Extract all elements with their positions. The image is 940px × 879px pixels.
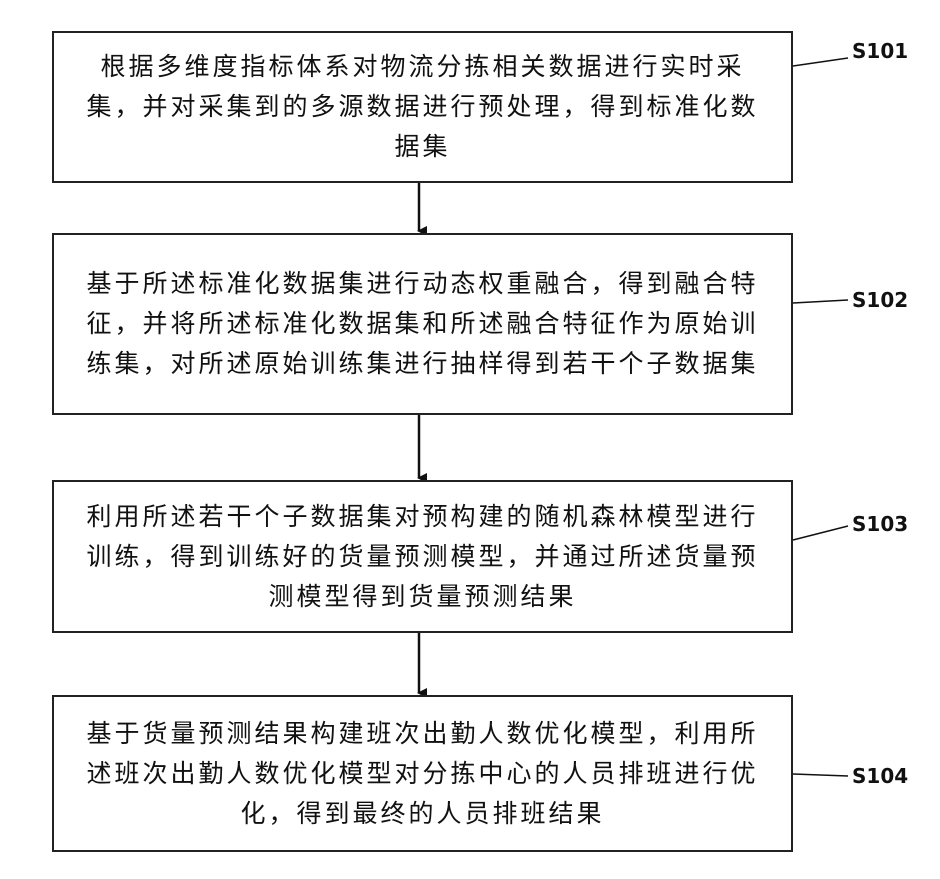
- step-text-s103: 利用所述若干个子数据集对预构建的随机森林模型进行训练，得到训练好的货量预测模型，…: [76, 497, 769, 617]
- step-label-s101: S101: [852, 39, 908, 63]
- step-label-s102: S102: [852, 288, 908, 312]
- leader-line-s102: [793, 300, 848, 303]
- step-text-s104: 基于货量预测结果构建班次出勤人数优化模型，利用所述班次出勤人数优化模型对分拣中心…: [76, 714, 769, 834]
- step-box-s104: 基于货量预测结果构建班次出勤人数优化模型，利用所述班次出勤人数优化模型对分拣中心…: [52, 695, 793, 852]
- step-box-s103: 利用所述若干个子数据集对预构建的随机森林模型进行训练，得到训练好的货量预测模型，…: [52, 480, 793, 633]
- step-label-s103: S103: [852, 512, 908, 536]
- step-label-s104: S104: [852, 764, 908, 788]
- leader-line-s101: [793, 58, 848, 66]
- leader-line-s104: [793, 774, 848, 776]
- step-box-s102: 基于所述标准化数据集进行动态权重融合，得到融合特征，并将所述标准化数据集和所述融…: [52, 233, 793, 415]
- step-box-s101: 根据多维度指标体系对物流分拣相关数据进行实时采集，并对采集到的多源数据进行预处理…: [52, 31, 793, 183]
- step-text-s101: 根据多维度指标体系对物流分拣相关数据进行实时采集，并对采集到的多源数据进行预处理…: [76, 47, 769, 167]
- leader-line-s103: [793, 526, 848, 540]
- step-text-s102: 基于所述标准化数据集进行动态权重融合，得到融合特征，并将所述标准化数据集和所述融…: [76, 264, 769, 384]
